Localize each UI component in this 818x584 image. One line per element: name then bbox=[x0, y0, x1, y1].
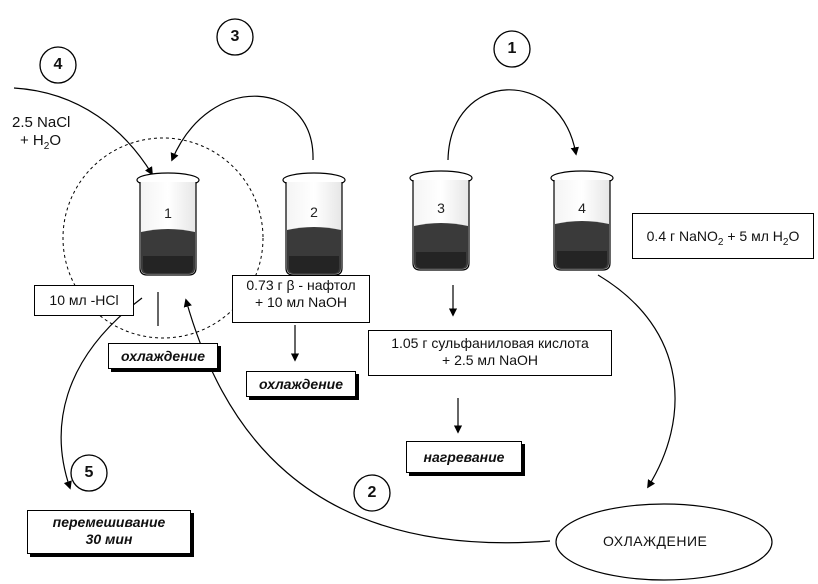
step-4-number: 4 bbox=[53, 56, 63, 73]
step-2-circle bbox=[353, 474, 391, 512]
arrow-step-4 bbox=[13, 87, 153, 176]
step-5-number: 5 bbox=[84, 464, 94, 481]
naphthol-line2: + 10 мл NaOH bbox=[254, 294, 348, 310]
hcl-box: 10 мл -HCl bbox=[34, 285, 134, 316]
cooling-action-1: охлаждение bbox=[108, 343, 218, 369]
cooling-action-2: охлаждение bbox=[246, 371, 356, 397]
beaker-1-number: 1 bbox=[164, 205, 172, 221]
stirring-line2: 30 мин bbox=[85, 531, 133, 547]
nitrite-box: 0.4 г NaNO2 + 5 мл H2O bbox=[632, 213, 814, 259]
arrow-to-cooling-oval bbox=[597, 274, 676, 489]
arrow-step-1 bbox=[447, 89, 579, 161]
step-2-number: 2 bbox=[367, 484, 377, 501]
beaker-4 bbox=[550, 170, 614, 271]
step-4-circle bbox=[39, 46, 77, 84]
naphthol-line1: 0.73 г β - нафтол bbox=[246, 277, 356, 293]
beaker-2-number: 2 bbox=[310, 204, 318, 220]
nacl-line2: + H2O bbox=[20, 132, 61, 152]
sulfanilic-box: 1.05 г сульфаниловая кислота + 2.5 мл Na… bbox=[368, 330, 612, 376]
beaker-4-number: 4 bbox=[578, 200, 586, 216]
cooling-oval-label: ОХЛАЖДЕНИЕ bbox=[603, 533, 708, 549]
heating-action: нагревание bbox=[406, 441, 522, 473]
arrow-step-3 bbox=[170, 95, 314, 162]
step-5-circle bbox=[70, 454, 108, 492]
beaker-2 bbox=[282, 172, 346, 276]
sulfanilic-line1: 1.05 г сульфаниловая кислота bbox=[391, 335, 589, 351]
beaker-1 bbox=[136, 172, 200, 276]
step-1-circle bbox=[493, 30, 531, 68]
nacl-line1: 2.5 NaCl bbox=[12, 114, 71, 131]
beaker-3 bbox=[409, 170, 473, 271]
naphthol-box: 0.73 г β - нафтол + 10 мл NaOH bbox=[232, 275, 370, 323]
cooling-oval bbox=[555, 503, 773, 581]
stirring-action: перемешивание 30 мин bbox=[27, 510, 191, 554]
arrow-step-5 bbox=[60, 297, 143, 490]
dotted-reaction-zone bbox=[62, 137, 264, 339]
nacl-water-label: 2.5 NaCl + H2O bbox=[12, 114, 70, 156]
step-1-number: 1 bbox=[507, 40, 517, 57]
step-3-circle bbox=[216, 18, 254, 56]
sulfanilic-line2: + 2.5 мл NaOH bbox=[442, 352, 538, 368]
step-3-number: 3 bbox=[230, 28, 240, 45]
beaker-3-number: 3 bbox=[437, 200, 445, 216]
stirring-line1: перемешивание bbox=[52, 514, 166, 530]
